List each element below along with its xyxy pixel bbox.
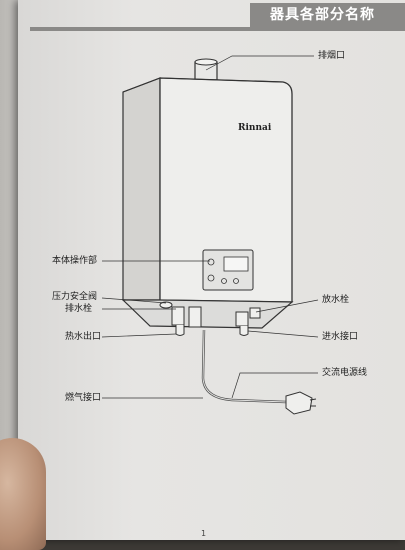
gas-fitting: [188, 306, 202, 328]
label-hot-water-outlet: 热水出口: [65, 332, 102, 342]
heater-side-panel: [122, 77, 161, 301]
drain-plug: [249, 307, 261, 319]
header-bar: [250, 3, 405, 27]
power-cord: [201, 329, 287, 404]
label-drain-plug-right: 放水栓: [322, 295, 350, 305]
control-display: [223, 256, 249, 272]
holding-finger: [0, 438, 46, 550]
power-plug: [285, 391, 313, 415]
power-button-icon: [207, 258, 215, 266]
leader-drain-right: [255, 299, 319, 313]
label-exhaust: 排烟口: [318, 51, 346, 61]
leader-water-inlet: [247, 330, 319, 338]
leader-pressure-valve: [101, 297, 167, 304]
leader-hot-water: [101, 333, 177, 338]
page-title: 器具各部分名称: [270, 7, 375, 23]
hot-water-fitting: [171, 306, 185, 326]
heater-front-panel: [159, 77, 293, 303]
label-water-inlet: 进水接口: [322, 332, 359, 342]
label-pressure-valve: 压力安全阀: [52, 292, 98, 302]
page-number: 1: [201, 529, 207, 538]
bottom-plate: [121, 299, 294, 329]
brand-logo: Rinnai: [238, 123, 272, 133]
water-inlet-fitting: [235, 311, 249, 327]
pressure-relief-valve: [159, 301, 173, 309]
label-drain-plug-left: 排水栓: [65, 304, 93, 314]
label-ac-power-cord: 交流电源线: [322, 368, 368, 378]
leader-power-cord: [231, 372, 318, 399]
leader-exhaust: [205, 55, 314, 71]
label-gas-inlet: 燃气接口: [65, 393, 102, 403]
header-rule: [30, 27, 405, 31]
label-control-panel: 本体操作部: [52, 256, 98, 266]
